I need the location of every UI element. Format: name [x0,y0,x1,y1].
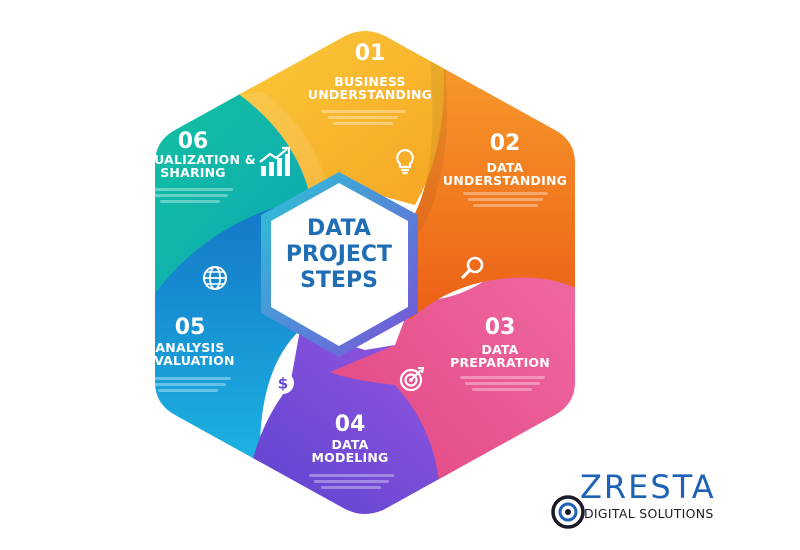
magnifier-icon [461,256,484,279]
step-title-line: BUSINESS [334,74,406,90]
zresta-logo [551,495,585,529]
step-number: 06 [177,129,209,154]
step-05: 05 ANALYSIS EVALUATION [120,316,260,367]
center-title-line: PROJECT [285,241,393,267]
placeholder-text [452,376,552,391]
step-title-line: EVALUATION [145,353,235,369]
dollar-coin-icon: $ [272,372,294,394]
step-03: 03 DATA PREPARATION [430,316,570,369]
lightbulb-icon [396,148,414,175]
logo-name: ZRESTA [580,468,716,506]
segment-01 [240,31,445,205]
step-title-line: UNDERSTANDING [442,173,568,189]
step-title-line: DATA [331,437,369,453]
step-04: 04 DATA MODELING [280,413,420,464]
placeholder-text [455,192,555,207]
step-06: 06 VISUALIZATION & SHARING [118,130,268,179]
step-title-line: PREPARATION [450,355,550,371]
step-02: 02 DATA UNDERSTANDING [435,132,575,187]
step-01: 01 BUSINESS UNDERSTANDING [290,42,450,101]
center-hexagon [261,172,418,357]
target-icon [399,367,425,392]
placeholder-text [296,474,406,489]
segment-02 [408,60,575,320]
placeholder-text [140,188,240,203]
step-title-line: MODELING [311,450,389,466]
placeholder-text [308,110,418,125]
svg-text:$: $ [278,375,288,393]
center-title-line: STEPS [300,267,378,293]
step-number: 05 [174,315,206,340]
step-title-line: ANALYSIS [155,340,225,356]
step-number: 04 [334,412,366,437]
step-number: 03 [484,315,516,340]
growth-chart-icon [259,146,291,176]
step-title-line: DATA [486,160,524,176]
step-number: 02 [489,131,521,156]
globe-icon [203,266,227,290]
step-number: 01 [354,41,386,66]
center-title-line: DATA [307,216,371,241]
step-title-line: UNDERSTANDING [307,87,433,103]
placeholder-text [138,377,238,392]
center-title: DATA PROJECT STEPS [272,216,406,294]
step-title-line: SHARING [160,165,226,181]
logo-subtitle: DIGITAL SOLUTIONS [584,506,714,521]
step-title-line: DATA [481,342,519,358]
step-title-line: VISUALIZATION & [130,152,256,168]
